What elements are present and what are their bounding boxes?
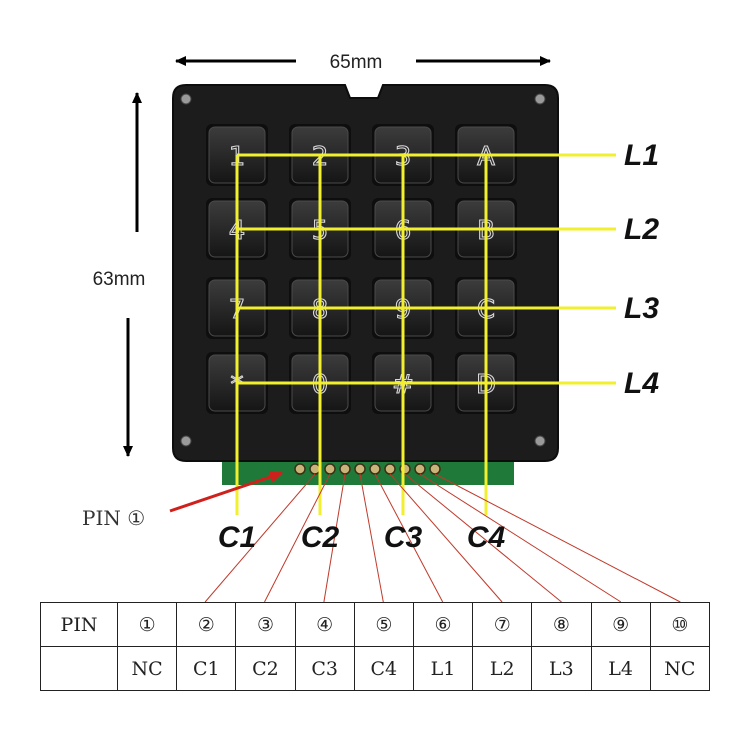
header-pin	[294, 463, 306, 475]
pin-signal: C4	[353, 646, 414, 691]
pin-table-header: PIN	[40, 602, 118, 647]
pin-number: ⑨	[590, 602, 651, 647]
pin-number: ④	[294, 602, 355, 647]
pin-line	[264, 473, 331, 603]
pin-number: ⑩	[649, 602, 711, 647]
pin-signal: L2	[472, 646, 533, 691]
pin-line	[419, 473, 622, 603]
column-label-c4: C4	[467, 521, 506, 554]
height-label: 63mm	[93, 269, 146, 290]
pin-lines	[204, 473, 681, 603]
pin-number: ⑥	[412, 602, 474, 647]
pin-signal-row: NC C1 C2 C3 C4 L1 L2 L3 L4 NC	[40, 646, 711, 691]
pin-signal: C2	[235, 646, 296, 691]
header-pin	[429, 463, 441, 475]
pin1-arrow	[169, 471, 283, 513]
header-pin	[354, 463, 366, 475]
column-labels: C1 C2 C3 C4	[218, 521, 506, 554]
pin1-label: PIN ①	[82, 506, 145, 530]
header-pin	[384, 463, 396, 475]
pin-signal: L1	[412, 646, 474, 691]
matrix-lines	[235, 153, 616, 515]
pin-line	[323, 473, 346, 603]
height-dimension: 63mm	[93, 92, 146, 457]
pin-number: ⑤	[353, 602, 414, 647]
row-labels: L1 L2 L3 L4	[624, 139, 659, 400]
mount-hole-bottom-left	[180, 435, 192, 447]
pin-line	[404, 473, 562, 603]
pin-number: ①	[116, 602, 178, 647]
pin-line	[204, 473, 316, 603]
pin-signal: L3	[531, 646, 592, 691]
pin-line	[389, 473, 503, 603]
row-label-l4: L4	[624, 367, 659, 400]
key-0[interactable]: 0	[289, 352, 351, 414]
header-pins	[294, 463, 441, 475]
pin-number: ⑦	[472, 602, 533, 647]
header-pin	[369, 463, 381, 475]
pin-table: PIN ① ② ③ ④ ⑤ ⑥ ⑦ ⑧ ⑨ ⑩ NC C1 C2 C3 C4 L…	[40, 602, 711, 691]
keypad-body: 123A456B789C*0#D	[172, 84, 559, 462]
column-label-c3: C3	[384, 521, 423, 554]
pin-signal: L4	[590, 646, 651, 691]
column-label-c2: C2	[301, 521, 340, 554]
pin-signal: NC	[116, 646, 178, 691]
row-label-l2: L2	[624, 213, 659, 246]
width-dimension: 65mm	[175, 52, 551, 73]
row-label-l3: L3	[624, 292, 659, 325]
pin-line	[434, 473, 681, 603]
row-label-l1: L1	[624, 139, 659, 172]
mount-hole-top-left	[180, 93, 192, 105]
pin-number: ②	[176, 602, 237, 647]
pin1-callout: PIN ①	[82, 471, 283, 530]
width-label: 65mm	[330, 52, 383, 73]
pin-signal: C3	[294, 646, 355, 691]
pin-signal: NC	[649, 646, 711, 691]
pin-line	[359, 473, 384, 603]
mount-hole-bottom-right	[534, 435, 546, 447]
pin-number: ⑧	[531, 602, 592, 647]
header-pin	[324, 463, 336, 475]
pin-number-row: PIN ① ② ③ ④ ⑤ ⑥ ⑦ ⑧ ⑨ ⑩	[40, 602, 711, 647]
pin-number: ③	[235, 602, 296, 647]
header-pin	[414, 463, 426, 475]
column-label-c1: C1	[218, 521, 256, 554]
header-pin	[339, 463, 351, 475]
pin-signal: C1	[176, 646, 237, 691]
pin-table-empty-cell	[40, 646, 118, 691]
pin-line	[374, 473, 444, 603]
mount-hole-top-right	[534, 93, 546, 105]
